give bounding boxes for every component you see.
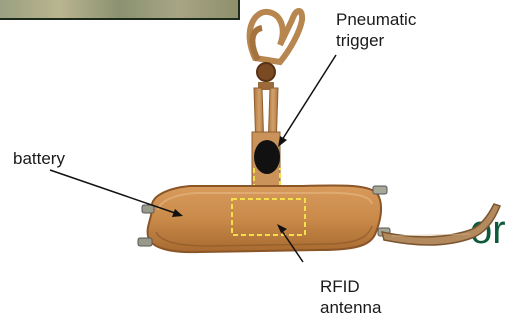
rfid-label-line1: RFID [320,276,381,297]
pneumatic-trigger-icon [254,140,280,174]
pneumatic-label-line2: trigger [336,30,416,51]
top-strap-loop [250,11,302,90]
tail-strap [382,204,500,245]
pneumatic-label-line1: Pneumatic [336,9,416,30]
buckle-ring [257,63,275,81]
pneumatic-leader-line [282,55,336,140]
battery-label: battery [13,148,65,169]
vertical-strap [252,88,280,192]
rfid-label-line2: antenna [320,297,381,318]
pneumatic-trigger-label: Pneumatic trigger [336,9,416,51]
battery-pack [138,185,390,252]
rfid-antenna-label: RFID antenna [320,276,381,318]
battery-leader-line [50,170,175,213]
